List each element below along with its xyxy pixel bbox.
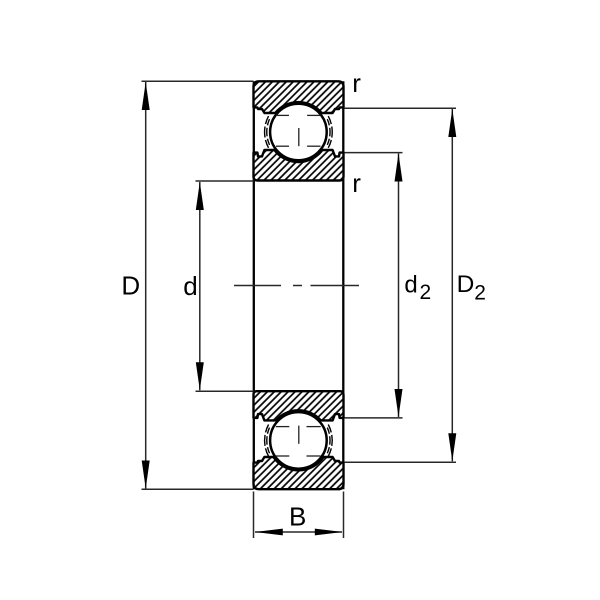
svg-text:d: d [404,272,417,299]
svg-text:D: D [457,271,475,298]
svg-text:2: 2 [420,281,432,304]
svg-text:d: d [183,271,197,301]
svg-text:2: 2 [474,282,486,305]
svg-text:r: r [352,168,361,198]
svg-text:D: D [121,271,140,301]
svg-text:B: B [289,502,306,532]
svg-text:r: r [352,68,361,98]
